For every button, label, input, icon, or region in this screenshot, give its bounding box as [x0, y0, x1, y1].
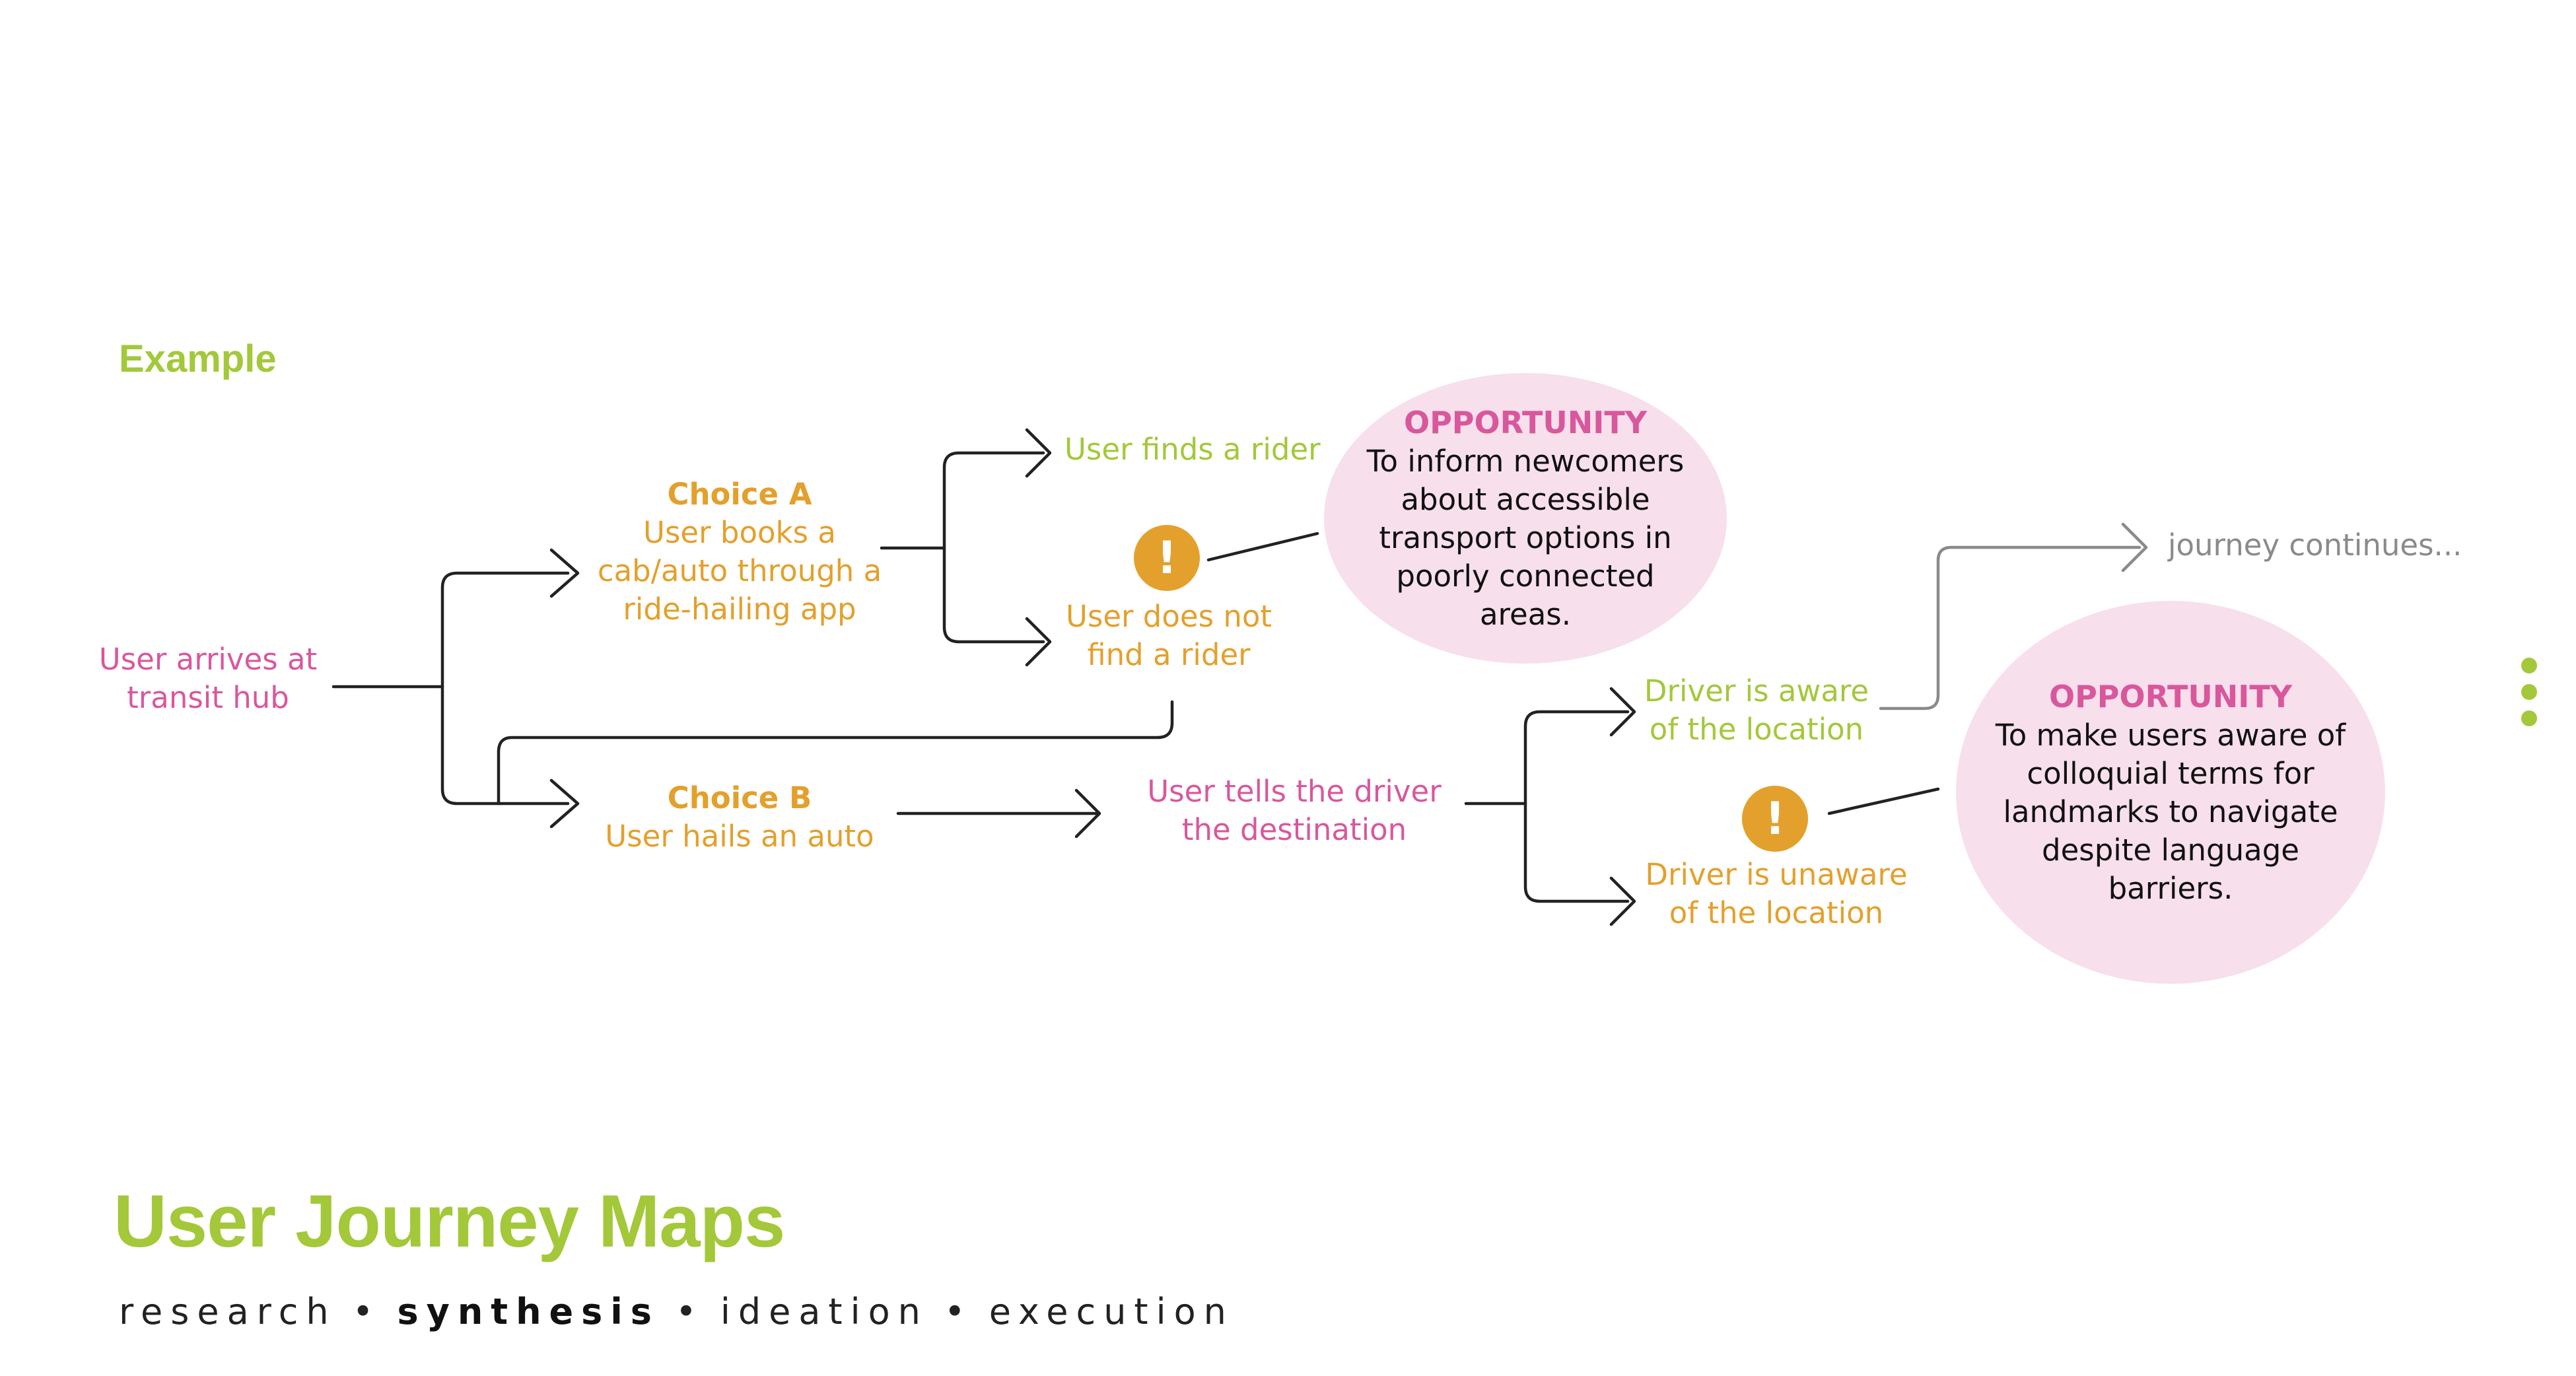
alert-icon: ! — [1742, 786, 1808, 852]
opportunity-bubble-language: OPPORTUNITY To make users aware of collo… — [1956, 601, 2385, 984]
node-text: the destination — [1181, 812, 1407, 847]
node-text: transit hub — [127, 680, 289, 715]
example-label: Example — [119, 337, 277, 380]
pointer-opportunity-2 — [1827, 787, 1940, 815]
node-choice-b: Choice B User hails an auto — [581, 779, 898, 856]
arrow-finds-rider — [1025, 428, 1052, 478]
node-journey-continues: journey continues... — [2168, 528, 2462, 563]
node-text: User tells the driver — [1147, 774, 1442, 809]
arrow-driver-aware — [1609, 687, 1636, 737]
opportunity-heading: OPPORTUNITY — [1403, 405, 1648, 440]
node-text: User does not — [1065, 599, 1272, 634]
step-separator: • — [944, 1291, 973, 1332]
opportunity-text: barriers. — [2108, 871, 2233, 906]
arrow-not-find-rider — [1025, 617, 1052, 667]
arrow-journey-continues — [2121, 522, 2148, 572]
step-execution: execution — [989, 1291, 1234, 1332]
opportunity-text: To make users aware of — [1995, 718, 2346, 753]
opportunity-heading: OPPORTUNITY — [2048, 679, 2293, 714]
connector-driver-split — [1523, 710, 1630, 903]
alert-icon: ! — [1134, 525, 1200, 591]
step-research: research — [119, 1291, 337, 1332]
arrow-driver-unaware — [1609, 876, 1636, 926]
opportunity-bubble-transport: OPPORTUNITY To inform newcomers about ac… — [1324, 373, 1727, 664]
node-driver-aware: Driver is aware of the location — [1631, 672, 1882, 749]
node-choice-a: Choice A User books a cab/auto through a… — [581, 475, 898, 629]
node-text: find a rider — [1087, 637, 1251, 672]
opportunity-text: despite language — [2042, 833, 2299, 868]
opportunity-text: colloquial terms for — [2027, 756, 2315, 791]
process-steps: research • synthesis • ideation • execution — [119, 1291, 1234, 1332]
opportunity-text: transport options in — [1379, 520, 1672, 555]
node-text: User books a — [643, 515, 836, 550]
node-text: of the location — [1669, 895, 1884, 930]
node-text: cab/auto through a — [597, 553, 882, 588]
node-user-arrives: User arrives at transit hub — [92, 640, 324, 717]
step-synthesis: synthesis — [397, 1291, 660, 1332]
connector-choice-a-split — [942, 451, 1045, 644]
node-tells-driver: User tells the driver the destination — [1116, 773, 1473, 849]
connector-split-vertical — [440, 571, 570, 806]
step-separator: • — [352, 1291, 382, 1332]
connector-loop-back — [497, 700, 1174, 806]
connector-journey-continues — [1879, 545, 2141, 710]
dot-icon — [2521, 658, 2537, 673]
dot-icon — [2521, 684, 2537, 700]
node-text: ride-hailing app — [623, 592, 856, 627]
pointer-opportunity-1 — [1206, 532, 1319, 562]
arrow-choice-b — [549, 778, 580, 829]
step-separator: • — [675, 1291, 705, 1332]
choice-a-title: Choice A — [667, 477, 812, 512]
opportunity-text: To inform newcomers — [1366, 444, 1685, 479]
opportunity-text: about accessible — [1401, 482, 1650, 517]
dot-icon — [2521, 710, 2537, 726]
opportunity-text: poorly connected — [1396, 559, 1655, 594]
node-text: User hails an auto — [605, 819, 874, 854]
opportunity-text: areas. — [1479, 597, 1572, 632]
node-text: Driver is unaware — [1645, 857, 1908, 892]
choice-b-title: Choice B — [667, 780, 812, 815]
node-not-find-rider: User does not find a rider — [1043, 598, 1294, 674]
arrow-choice-a — [549, 548, 580, 598]
page-title: User Journey Maps — [114, 1180, 785, 1262]
node-text: Driver is aware — [1644, 673, 1869, 708]
node-driver-unaware: Driver is unaware of the location — [1631, 856, 1922, 932]
node-text: User arrives at — [98, 642, 318, 677]
opportunity-text: landmarks to navigate — [2003, 794, 2338, 829]
node-finds-rider: User finds a rider — [1064, 432, 1321, 467]
node-text: of the location — [1649, 712, 1864, 747]
step-ideation: ideation — [720, 1291, 928, 1332]
arrow-tells-driver — [1074, 788, 1101, 839]
